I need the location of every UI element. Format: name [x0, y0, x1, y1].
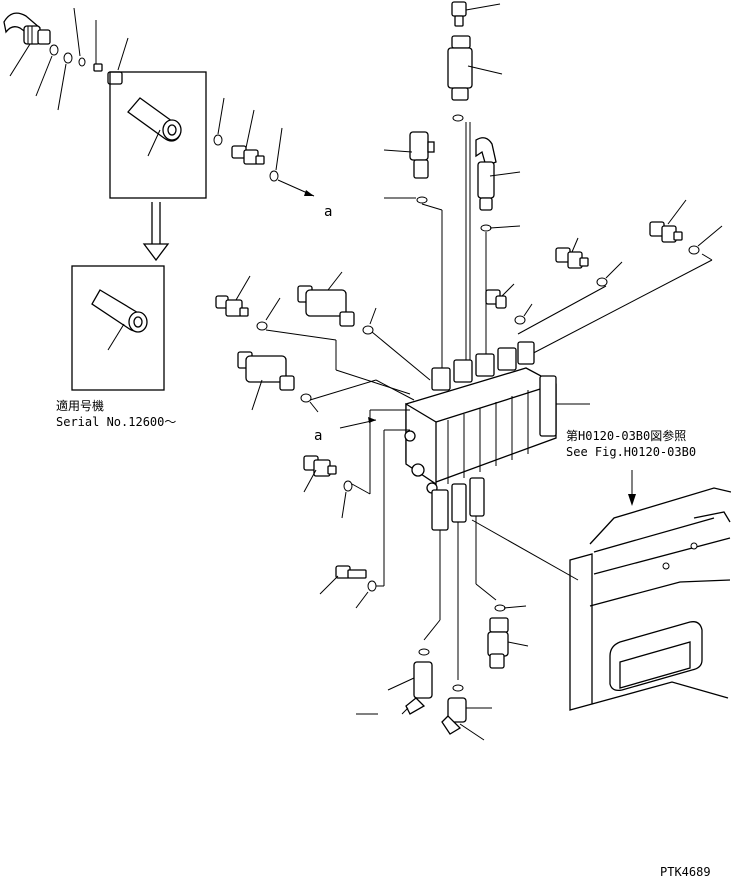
- pressure-plug-top: [451, 1, 467, 27]
- see-fig-jp: 第H0120-03B0図参照: [566, 428, 686, 443]
- ref-a-top: a: [324, 204, 332, 220]
- leader-line: [383, 149, 413, 153]
- relief-valve-left2: [297, 285, 355, 327]
- ref-a-mid: a: [314, 428, 322, 444]
- o-ring: [688, 245, 700, 255]
- leader-lines-lowerright: [503, 605, 529, 647]
- straight-fitting-lower: [303, 455, 337, 477]
- leader-lines-right: [517, 199, 723, 361]
- o-ring: [480, 224, 492, 232]
- o-ring: [269, 170, 279, 182]
- sleeve-part-upper: [127, 97, 182, 157]
- leader-lines-lowerstack: [356, 677, 415, 715]
- o-ring: [596, 277, 608, 287]
- plug-fitting-right2: [649, 221, 683, 243]
- change-arrow: [142, 202, 170, 262]
- plug-fitting-right1: [555, 247, 589, 269]
- leader-lines-lowermid: [459, 707, 492, 741]
- o-ring: [452, 684, 464, 692]
- relief-valve-left3: [237, 351, 295, 391]
- ref-a-arrowhead: [304, 190, 314, 196]
- washer: [78, 57, 86, 67]
- small-fitting-mid: [485, 289, 507, 309]
- o-ring: [416, 196, 428, 204]
- o-ring: [300, 393, 312, 403]
- plug-fitting-lower-right: [487, 617, 509, 669]
- elbow-fitting-right: [475, 137, 497, 211]
- leader-lines-lowerleft: [303, 409, 410, 519]
- o-ring: [362, 325, 374, 335]
- connection-lines-top: [421, 122, 487, 380]
- o-ring: [213, 134, 223, 146]
- connection-lines-bottom: [423, 516, 579, 680]
- leader-lines-topright: [465, 3, 503, 75]
- bolt-lower: [335, 565, 367, 579]
- washer: [367, 580, 377, 592]
- elbow-fitting-lower-left: [405, 661, 433, 715]
- serial-label-jp: 適用号機: [56, 398, 104, 413]
- ref-a-arrowhead: [368, 417, 376, 423]
- o-ring: [514, 315, 526, 325]
- detail-box-upper: [109, 71, 207, 199]
- leader-line: [489, 225, 521, 229]
- elbow-fitting-left: [409, 131, 435, 179]
- mounting-frame: [569, 487, 731, 711]
- o-ring: [343, 480, 353, 492]
- sleeve-part-lower: [91, 289, 148, 351]
- leader-lines-mid: [217, 97, 283, 171]
- leader-lines-left: [235, 271, 431, 413]
- o-ring: [452, 114, 464, 122]
- elbow-fitting-lower-mid: [441, 697, 467, 735]
- see-fig-arrowhead: [628, 494, 636, 506]
- serial-label-en: Serial No.12600～: [56, 415, 176, 429]
- see-fig-en: See Fig.H0120-03B0: [566, 445, 696, 459]
- o-ring: [63, 52, 73, 64]
- drawing-code: PTK4689: [660, 865, 711, 879]
- o-ring: [256, 321, 268, 331]
- check-valve-body: [447, 35, 473, 101]
- leader-line: [489, 171, 521, 177]
- leader-lines-topleft: [9, 7, 129, 111]
- relief-plug-left1: [215, 295, 249, 317]
- leader-lines-smallfit: [501, 283, 533, 317]
- leader-lines-bolt: [319, 429, 410, 609]
- o-ring: [49, 44, 59, 56]
- control-valve-assembly: [404, 341, 557, 531]
- o-ring: [494, 604, 506, 612]
- detail-box-lower: [71, 265, 165, 391]
- elbow-fitting-topleft: [3, 12, 51, 45]
- small-plug: [93, 63, 123, 85]
- straight-fitting: [231, 145, 265, 165]
- o-ring: [418, 648, 430, 656]
